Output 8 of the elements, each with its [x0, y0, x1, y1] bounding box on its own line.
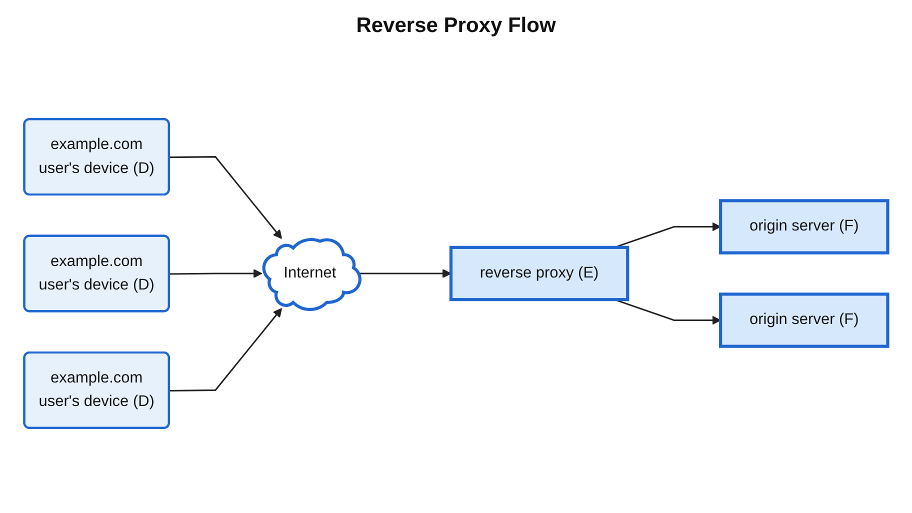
diagram-title: Reverse Proxy Flow — [356, 14, 556, 38]
arrow — [169, 308, 282, 392]
arrow — [169, 156, 282, 239]
node-box: reverse proxy (E) — [449, 246, 630, 302]
arrow — [358, 268, 452, 278]
arrow — [169, 268, 262, 278]
node-box: origin server (F) — [719, 199, 890, 254]
node-box: origin server (F) — [719, 292, 890, 348]
